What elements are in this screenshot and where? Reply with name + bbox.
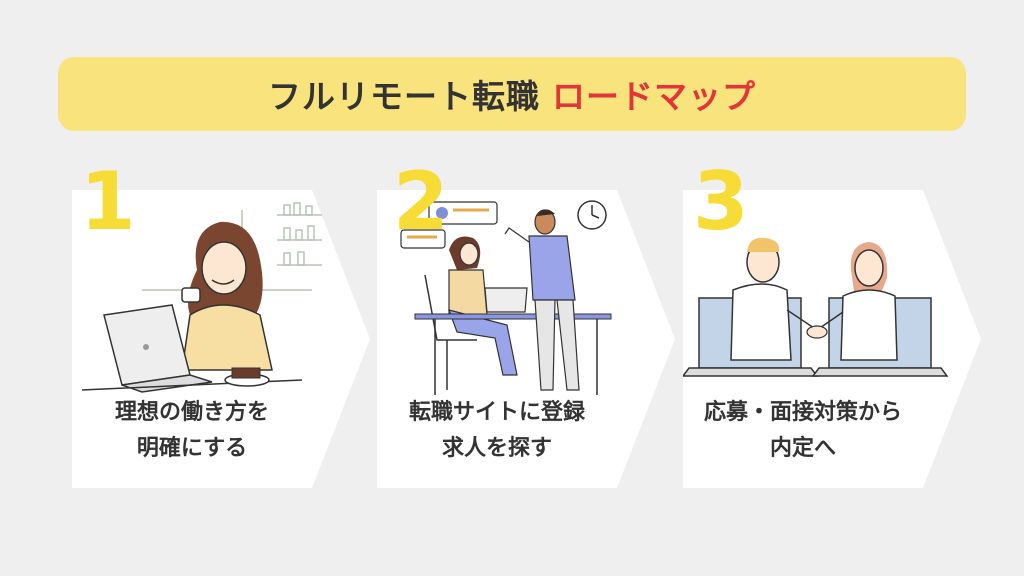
step-caption-2: 転職サイトに登録 求人を探す bbox=[377, 395, 617, 467]
step-caption-3: 応募・面接対策から 内定へ bbox=[683, 395, 923, 467]
step-caption-line: 理想の働き方を bbox=[114, 400, 269, 425]
title-bar: フルリモート転職 ロードマップ bbox=[58, 57, 966, 131]
online-handshake-illustration bbox=[683, 237, 949, 377]
step-card-1: 1 理想の働き方を 明確にする bbox=[72, 162, 370, 488]
step-card-3: 3 応募・面接対策から 内定へ bbox=[683, 162, 981, 488]
step-caption-line: 内定へ bbox=[769, 436, 836, 461]
step-arrow-shape bbox=[377, 190, 675, 488]
page-title-accent: ロードマップ bbox=[552, 77, 756, 116]
step-caption-line: 応募・面接対策から bbox=[703, 400, 902, 425]
step-number-1: 1 bbox=[80, 155, 136, 248]
step-card-2: 2 転職サイトに登録 求人を探す bbox=[377, 162, 675, 488]
page-title: フルリモート転職 bbox=[268, 77, 540, 116]
step-caption-line: 転職サイトに登録 bbox=[408, 400, 585, 425]
woman-laptop-illustration bbox=[81, 202, 322, 393]
step-caption-line: 明確にする bbox=[136, 436, 248, 461]
step-number-3: 3 bbox=[693, 155, 749, 248]
team-meeting-illustration bbox=[400, 200, 612, 395]
step-number-2: 2 bbox=[393, 155, 449, 248]
step-caption-1: 理想の働き方を 明確にする bbox=[72, 395, 312, 467]
step-caption-line: 求人を探す bbox=[441, 436, 552, 461]
